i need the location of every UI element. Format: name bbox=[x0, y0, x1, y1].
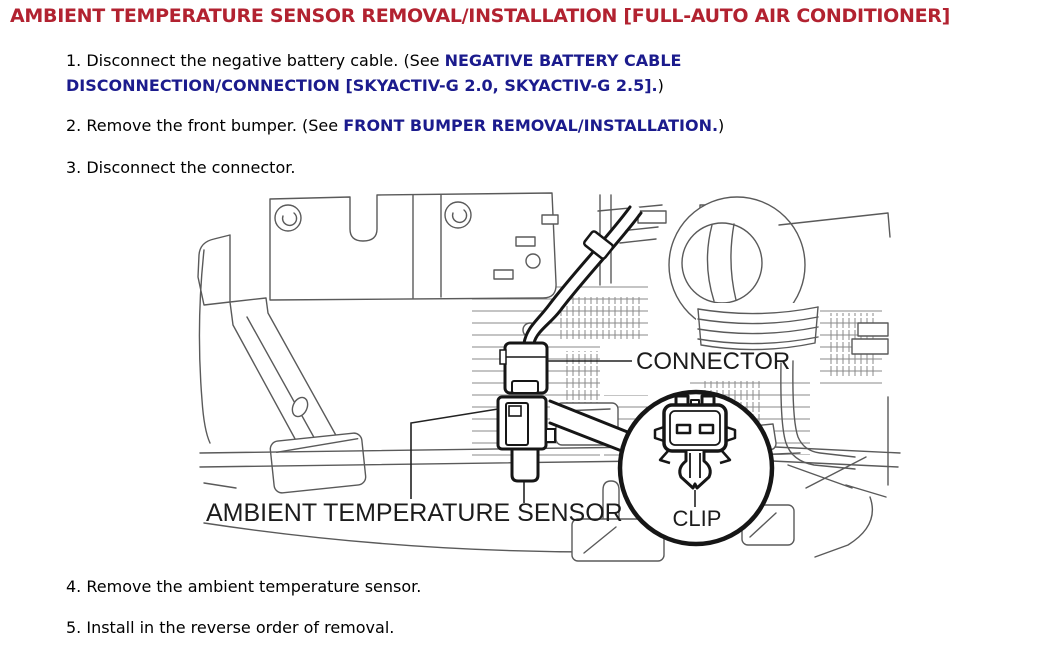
magnifier-pointer bbox=[548, 399, 642, 457]
clip-label: CLIP bbox=[673, 506, 722, 531]
step-text: Remove the ambient temperature sensor. bbox=[86, 577, 422, 596]
step-5: 5. Install in the reverse order of remov… bbox=[66, 615, 394, 640]
connector-graphic bbox=[499, 341, 549, 395]
step-1: 1. Disconnect the negative battery cable… bbox=[66, 48, 681, 98]
step-text: Disconnect the connector. bbox=[86, 158, 296, 177]
body-panels bbox=[197, 192, 901, 562]
step-number: 4. bbox=[66, 577, 82, 596]
step-3: 3. Disconnect the connector. bbox=[66, 155, 295, 180]
connector-label: CONNECTOR bbox=[636, 348, 790, 375]
page-title: AMBIENT TEMPERATURE SENSOR REMOVAL/INSTA… bbox=[10, 5, 950, 27]
step-text-after: ) bbox=[718, 116, 725, 135]
ambient-sensor-label: AMBIENT TEMPERATURE SENSOR bbox=[206, 499, 623, 527]
step-2: 2. Remove the front bumper. (See FRONT B… bbox=[66, 113, 724, 138]
step-number: 2. bbox=[66, 116, 82, 135]
step-number: 3. bbox=[66, 158, 82, 177]
link-front-bumper-removal[interactable]: FRONT BUMPER REMOVAL/INSTALLATION. bbox=[343, 116, 719, 135]
clip-detail-magnifier: CLIP bbox=[617, 389, 775, 547]
sensor-location-diagram: CONNECTOR AMBIENT TEMPERATURE SENSOR bbox=[197, 192, 901, 562]
sensor-leader-line bbox=[410, 408, 499, 499]
step-text: Disconnect the negative battery cable. (… bbox=[86, 51, 445, 70]
ambient-sensor-graphic bbox=[496, 395, 556, 503]
clip-graphic bbox=[653, 394, 737, 507]
step-4: 4. Remove the ambient temperature sensor… bbox=[66, 574, 421, 599]
step-number: 5. bbox=[66, 618, 82, 637]
step-text-after: ) bbox=[657, 76, 664, 95]
step-text: Remove the front bumper. (See bbox=[86, 116, 344, 135]
step-text: Install in the reverse order of removal. bbox=[86, 618, 395, 637]
step-number: 1. bbox=[66, 51, 82, 70]
sensor-harness-cable bbox=[522, 205, 643, 348]
